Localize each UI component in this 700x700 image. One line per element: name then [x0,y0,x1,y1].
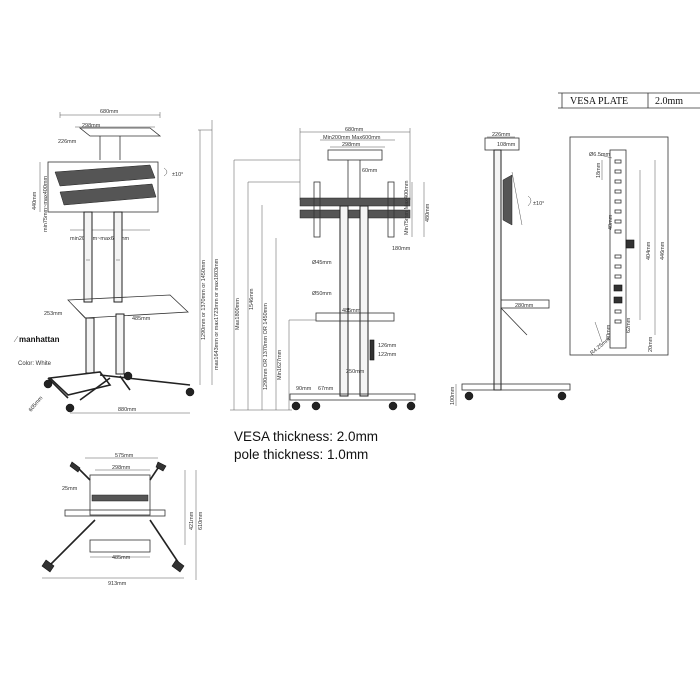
v5-h610: 610mm [198,511,204,530]
v5-w913: 913mm [108,581,127,587]
v2-pole-inner: Ø50mm [312,291,332,297]
v5-h421: 421mm [189,511,195,530]
vesa-plate-label: VESA PLATE 2.0mm [558,92,700,109]
v2-offset-180: 180mm [392,246,411,252]
v2-dim-1546: 1546mm [249,288,255,310]
v3-top-226: 226mm [492,132,511,138]
v1-vesa-vertical: min75mm~max400mm [43,175,49,232]
v1-width-top: 680mm [100,109,119,115]
view-vesa-plate: Ø6.5mm 18mm 40mm 404mm 446mm 40mm [569,136,669,357]
v1-tray-width: 298mm [82,123,101,129]
v1-tray-depth: 226mm [58,139,77,145]
v2-step-126: 126mm [378,343,397,349]
v2-vesa-range: Min200mm Max600mm [323,135,381,141]
v4-d404: 404mm [646,241,652,260]
view-plan: 575mm 298mm 25mm 421mm 610mm 485mm 913mm [41,453,204,587]
v2-pole-outer: Ø45mm [312,260,332,266]
vesa-plate-name: VESA PLATE [570,96,628,107]
view-side: 226mm 108mm ±10° 280mm 100mm [450,132,571,406]
v4-d20: 20mm [648,336,654,352]
v3-top-108: 108mm [497,142,516,148]
v2-step-122: 122mm [378,352,397,358]
thickness-notes: VESA thickness: 2.0mm pole thickness: 1.… [234,429,378,462]
v1-tilt: ±10° [172,172,183,178]
v2-tray-height: 60mm [362,168,378,174]
v2-lower-250: 250mm [346,369,365,375]
v4-d446: 446mm [660,241,666,260]
view-front: 680mm Min200mm Max600mm 298mm 60mm Min75… [230,127,431,411]
v4-d40: 40mm [608,214,614,230]
v4-diag: R4.25mm [589,336,611,356]
v2-base-67: 67mm [318,386,334,392]
v1-base-width: 880mm [118,407,137,413]
v4-d40b: 40mm [606,324,612,340]
vesa-plate-value: 2.0mm [655,96,683,107]
brand-logo-text: manhattan [19,335,60,344]
v3-tilt: ±10° [533,201,544,207]
v1-height-b: max1643mm or max1723mm or max1803mm [214,258,220,370]
v5-w575: 575mm [115,453,134,459]
v2-wheel-90: 90mm [296,386,312,392]
v4-d18: 18mm [596,162,602,178]
vesa-thickness-note: VESA thickness: 2.0mm [234,429,378,444]
v1-shelf-depth: 253mm [44,311,63,317]
v4-hole-column [613,159,635,324]
v1-height-a: 1290mm or 1370mm or 1450mm [201,259,207,340]
v1-height-440: 440mm [32,191,38,210]
v2-vesa-vertical: Min75mm Max400mm [404,180,410,235]
v2-height-480: 480mm [425,203,431,222]
v2-shelf-width: 485mm [342,308,361,314]
v5-w298: 298mm [112,465,131,471]
pole-thickness-note: pole thickness: 1.0mm [234,447,368,462]
v1-shelf-width: 485mm [132,316,151,322]
v3-shelf-depth: 280mm [515,303,534,309]
v3-wheel-height: 100mm [450,386,456,405]
v2-dim-max: Max1800mm [235,298,241,330]
v2-dim-heights: 1290mm OR 1370mm OR 1450mm [263,303,269,390]
v2-tray-width: 298mm [342,142,361,148]
brand-logo: manhattan Color: White [13,335,60,367]
v5-w485: 485mm [112,555,131,561]
v4-d62: 62mm [626,317,632,333]
color-label: Color: White [18,361,52,367]
v1-vesa-horizontal: min200mm~max600mm [70,236,130,242]
v2-width-top: 680mm [345,127,364,133]
v2-dim-min: Min1627mm [277,349,283,380]
v1-base-depth: 605mm [28,395,45,413]
v4-hole: Ø6.5mm [589,152,611,158]
view-perspective: 680mm 298mm 226mm 440mm min75mm~max400mm… [13,109,220,413]
v5-d25: 25mm [62,486,78,492]
